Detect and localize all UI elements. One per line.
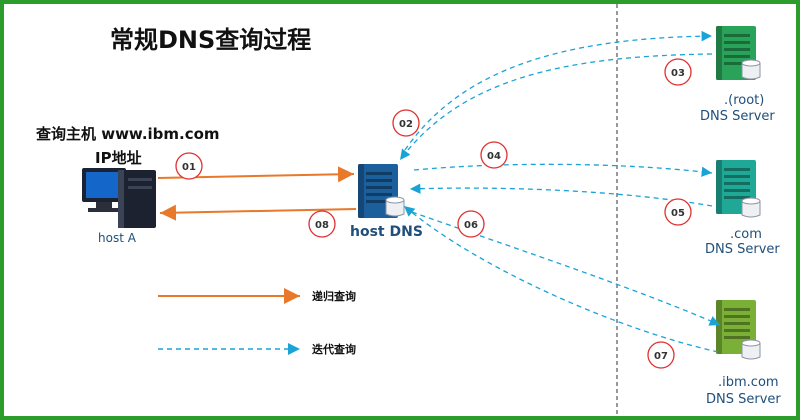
step-07: 07: [647, 341, 675, 369]
svg-text:03: 03: [671, 68, 685, 79]
svg-text:01: 01: [182, 162, 196, 173]
svg-text:04: 04: [487, 151, 501, 162]
svg-text:05: 05: [671, 208, 685, 219]
step-02: 02: [392, 109, 420, 137]
svg-text:02: 02: [399, 119, 413, 130]
root-role: DNS Server: [700, 109, 775, 124]
arrow-to-root: [404, 30, 713, 151]
database-icon: [741, 339, 761, 360]
svg-text:06: 06: [464, 220, 478, 231]
step-06: 06: [457, 210, 485, 238]
database-icon: [385, 196, 405, 217]
step-01: 01: [175, 152, 203, 180]
legend-iterative-label: 迭代查询: [312, 342, 356, 356]
host-a-label: host A: [98, 231, 137, 245]
page-title: 常规DNS查询过程: [110, 26, 311, 54]
legend: 递归查询 迭代查询: [158, 288, 356, 356]
arrow-06: [411, 211, 721, 326]
com-name: .com: [730, 227, 762, 242]
svg-text:08: 08: [315, 220, 329, 231]
host-dns-label: host DNS: [350, 224, 423, 240]
step-04: 04: [480, 141, 508, 169]
step-03: 03: [664, 58, 692, 86]
database-icon: [741, 59, 761, 80]
step-08: 08: [308, 210, 336, 238]
arrow-02: [399, 53, 713, 161]
com-role: DNS Server: [705, 242, 780, 257]
arrow-05: [409, 183, 713, 207]
step-05: 05: [664, 198, 692, 226]
root-name: .(root): [724, 93, 764, 108]
computer-icon: [82, 168, 156, 228]
ip-label: IP地址: [95, 149, 142, 167]
svg-text:07: 07: [654, 351, 668, 362]
ibm-role: DNS Server: [706, 392, 781, 407]
query-label: 查询主机 www.ibm.com: [36, 125, 220, 143]
legend-recursive-label: 递归查询: [312, 289, 356, 303]
ibm-name: .ibm.com: [718, 375, 779, 390]
arrow-07: [403, 205, 719, 353]
arrow-08: [159, 204, 357, 221]
arrow-04: [413, 163, 713, 177]
database-icon: [741, 197, 761, 218]
